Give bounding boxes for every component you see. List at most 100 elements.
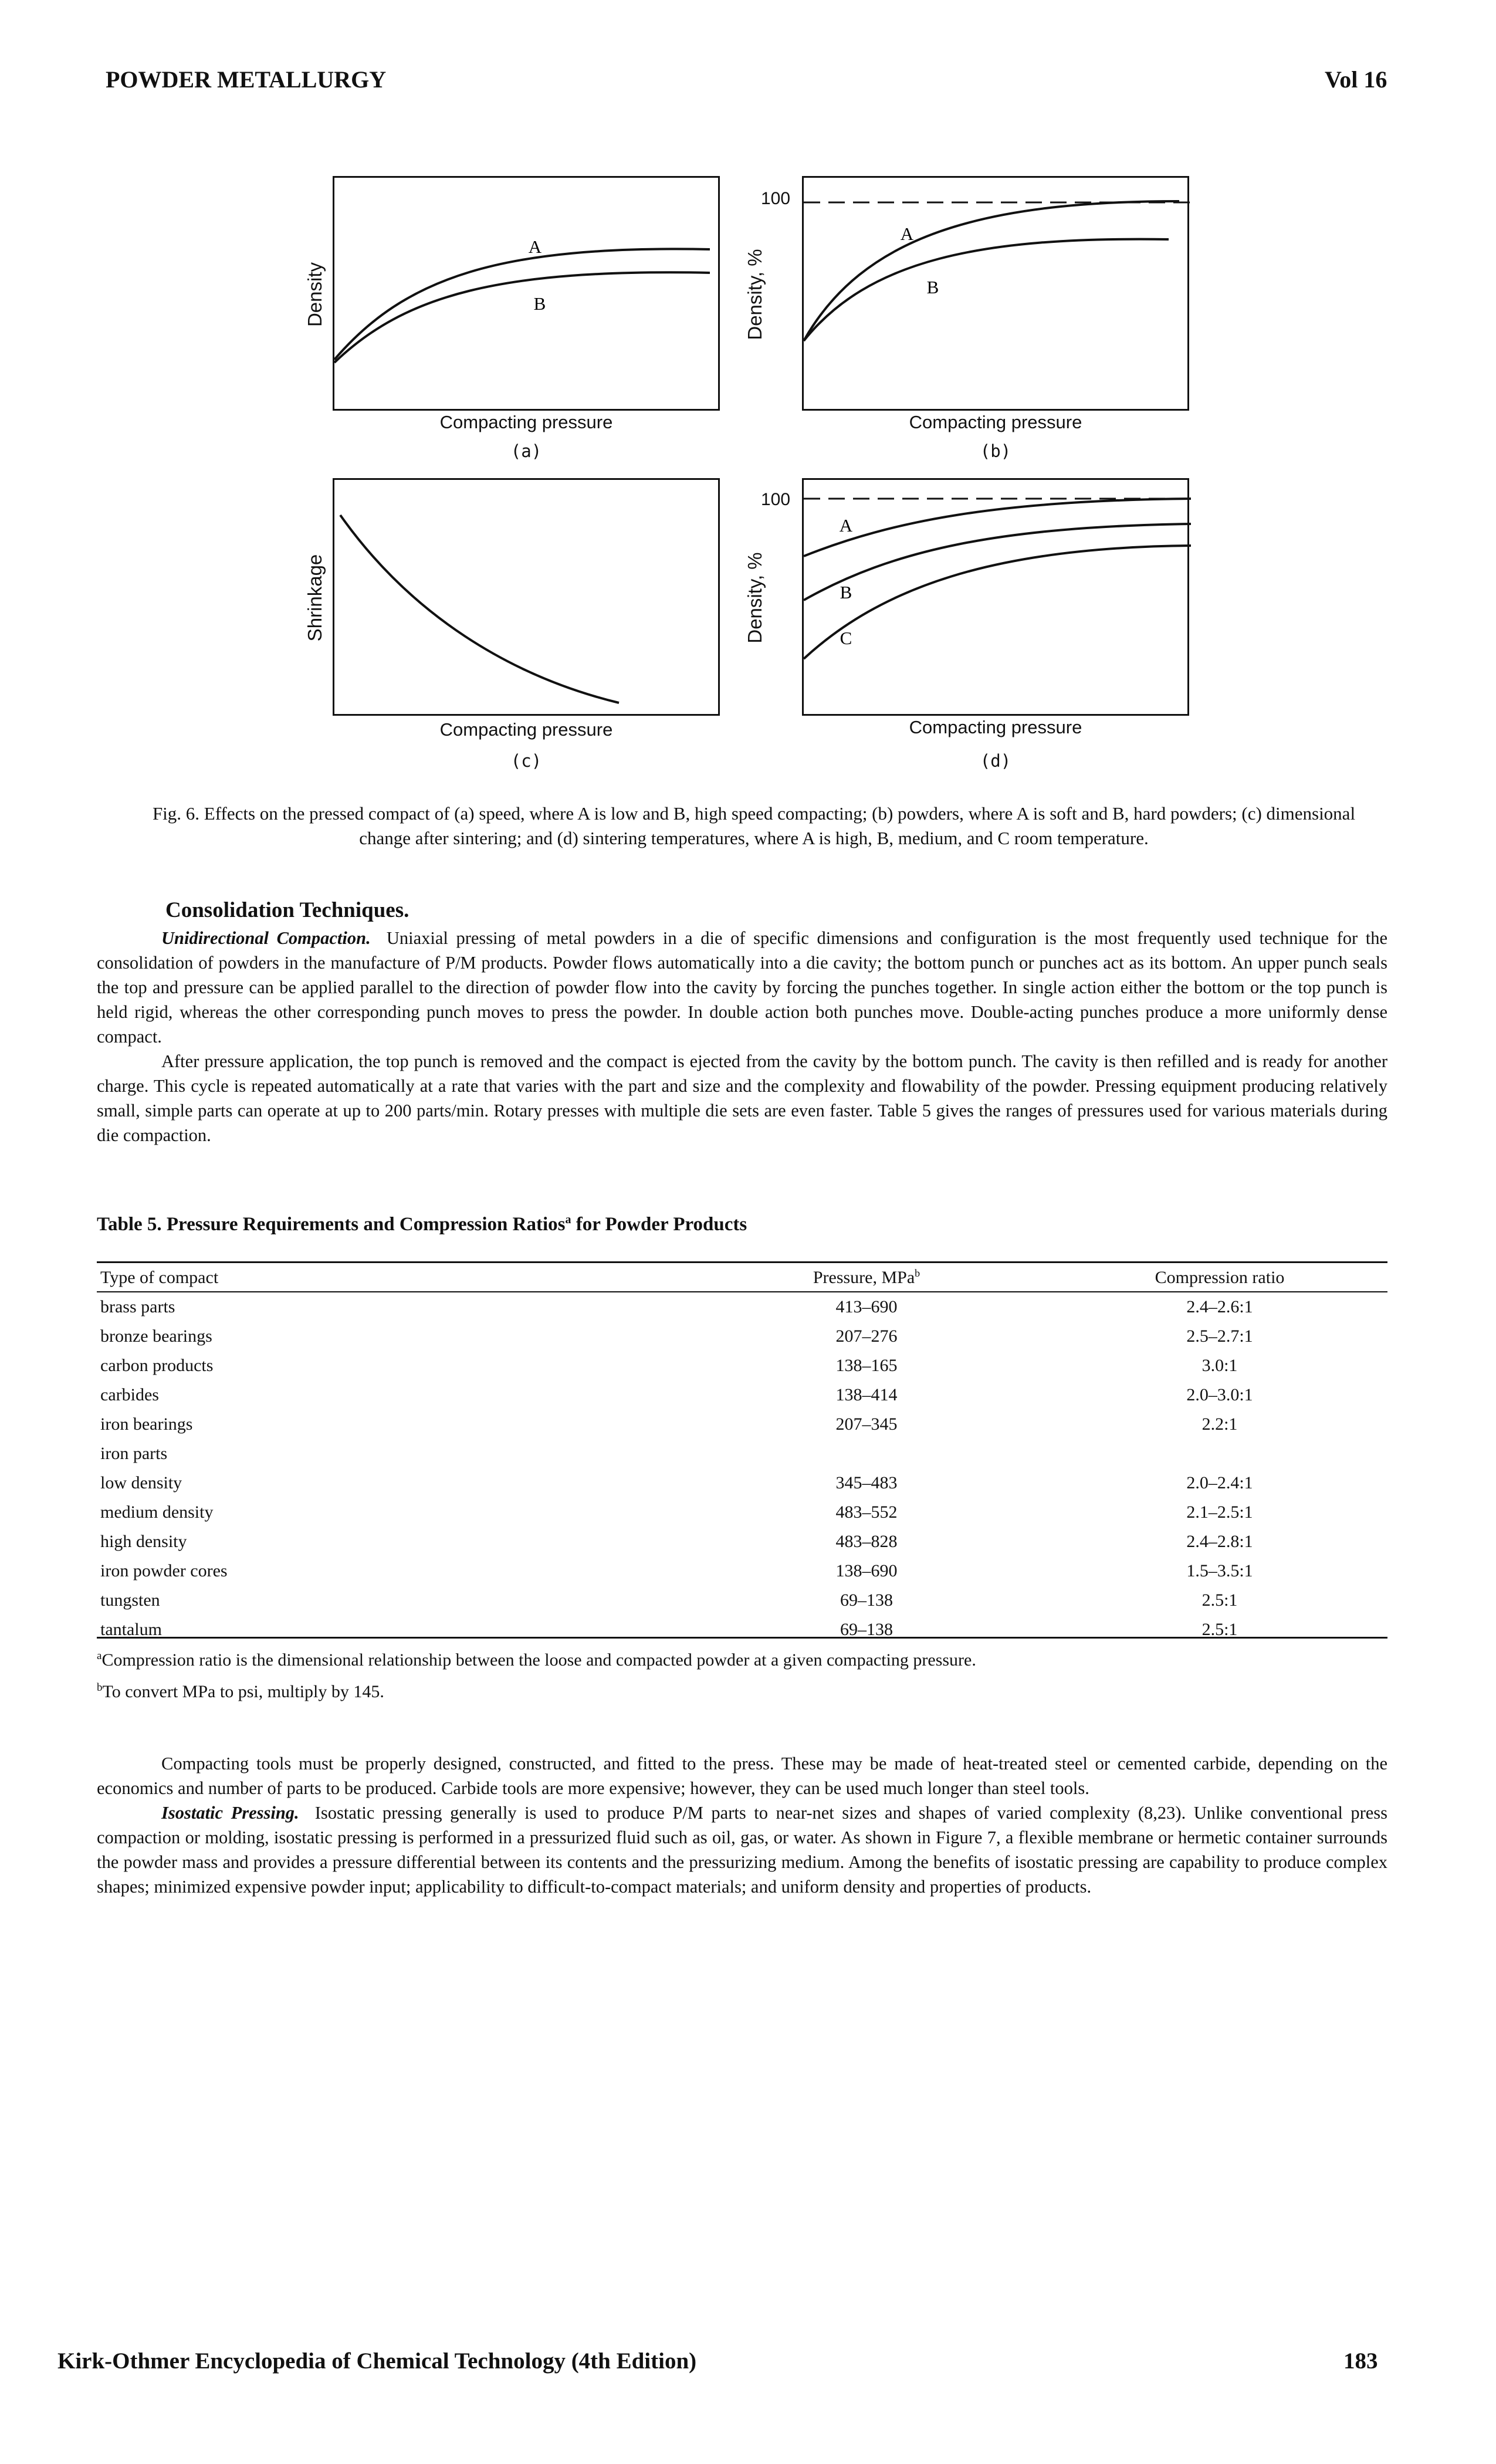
cell-pressure: 207–276	[835, 1326, 898, 1346]
cell-ratio	[1052, 1439, 1387, 1468]
panel-d-ylabel: Density, %	[744, 552, 766, 644]
cell-ratio: 2.5:1	[1201, 1620, 1238, 1639]
panel-a-curve-b	[334, 271, 710, 364]
panel-d-curve-a	[804, 497, 1191, 557]
cell-type: high density	[100, 1532, 187, 1551]
paragraph-unidirectional-1: Unidirectional Compaction. Uniaxial pres…	[97, 926, 1387, 1049]
panel-c-ylabel: Shrinkage	[304, 554, 326, 642]
panel-d-svg: A B C	[804, 497, 1191, 660]
cell-pressure: 138–414	[835, 1385, 898, 1404]
panel-b-curve-b	[804, 238, 1169, 342]
col-header-pressure: Pressure, MPab	[681, 1264, 1052, 1292]
panel-a-svg: A B	[334, 236, 710, 364]
isostatic-body: Isostatic pressing generally is used to …	[97, 1803, 1388, 1897]
col-header-pressure-sup: b	[915, 1267, 920, 1279]
table-footnote-b: bTo convert MPa to psi, multiply by 145.	[97, 1674, 384, 1705]
cell-ratio: 2.2:1	[1201, 1414, 1238, 1434]
panel-b-tick-100: 100	[761, 189, 791, 208]
panel-d-curve-b	[804, 523, 1191, 601]
table-title-sup: a	[565, 1213, 571, 1226]
panel-d-curve-label-b: B	[840, 582, 852, 603]
cell-type: carbides	[100, 1385, 159, 1404]
panel-a-curve-label-a: A	[529, 236, 542, 257]
col-header-pressure-label: Pressure, MPa	[813, 1268, 915, 1287]
panel-b-svg: A B	[804, 200, 1191, 342]
table-body: brass parts 413–690 2.4–2.6:1 bronze bearin…	[97, 1292, 1387, 1644]
cell-ratio: 3.0:1	[1201, 1356, 1238, 1375]
cell-type: tungsten	[100, 1590, 160, 1610]
table-row: carbides 138–414 2.0–3.0:1	[97, 1380, 1387, 1410]
paragraph-unidirectional-2: After pressure application, the top punc…	[97, 1051, 1387, 1145]
footnote-a-text: Compression ratio is the dimensional rel…	[101, 1650, 976, 1670]
table-row: high density 483–828 2.4–2.8:1	[97, 1527, 1387, 1556]
cell-pressure: 413–690	[835, 1297, 898, 1316]
panel-b-plot: A B	[802, 176, 1191, 411]
panel-b-curve-label-a: A	[901, 224, 914, 244]
tools-and-isostatic-text: Compacting tools must be properly design…	[97, 1751, 1387, 1899]
runin-isostatic: Isostatic Pressing.	[161, 1803, 299, 1823]
cell-ratio: 2.4–2.8:1	[1186, 1532, 1253, 1551]
figure-caption: Fig. 6. Effects on the pressed compact o…	[152, 803, 1356, 848]
panel-a-xlabel: Compacting pressure	[439, 412, 613, 432]
cell-ratio: 2.1–2.5:1	[1186, 1502, 1253, 1522]
table-row: brass parts 413–690 2.4–2.6:1	[97, 1292, 1387, 1322]
cell-ratio: 2.0–3.0:1	[1186, 1385, 1253, 1404]
panel-c-curve	[339, 514, 620, 704]
table-row: bronze bearings 207–276 2.5–2.7:1	[97, 1322, 1387, 1351]
panel-b-ylabel: Density, %	[744, 249, 766, 340]
pressure-table: Type of compact Pressure, MPab Compressi…	[97, 1264, 1387, 1644]
cell-type: brass parts	[100, 1297, 175, 1316]
cell-type: iron parts	[100, 1444, 168, 1463]
cell-ratio: 2.5–2.7:1	[1186, 1326, 1253, 1346]
runin-unidirectional: Unidirectional Compaction.	[161, 928, 371, 948]
footer-page-number: 183	[1343, 2348, 1378, 2374]
col-header-type: Type of compact	[97, 1264, 681, 1292]
cell-ratio: 2.0–2.4:1	[1186, 1473, 1253, 1492]
panel-d-curve-c	[804, 544, 1191, 660]
footnote-b-mark: b	[97, 1681, 103, 1694]
table-bottom-rule	[97, 1637, 1387, 1639]
panel-d-tick-100: 100	[761, 490, 791, 509]
panel-d-tag: (d)	[980, 751, 1011, 771]
table-title-end: for Powder Products	[571, 1214, 747, 1235]
paragraph-isostatic: Isostatic Pressing. Isostatic pressing g…	[97, 1800, 1387, 1899]
panel-a-tag: (a)	[510, 441, 542, 461]
cell-ratio: 2.5:1	[1201, 1590, 1238, 1610]
cell-pressure: 138–165	[835, 1356, 898, 1375]
panel-c-xlabel: Compacting pressure	[439, 719, 613, 740]
paragraph-tools: Compacting tools must be properly design…	[97, 1754, 1387, 1798]
cell-pressure: 483–828	[835, 1532, 898, 1551]
cell-type: medium density	[100, 1502, 214, 1522]
panel-d-curve-label-a: A	[840, 515, 853, 536]
cell-pressure: 69–138	[840, 1590, 893, 1610]
running-header-volume: Vol 16	[1325, 66, 1387, 93]
running-header-title: POWDER METALLURGY	[106, 66, 387, 93]
cell-type: carbon products	[100, 1356, 214, 1375]
unidirectional-compaction-text: Unidirectional Compaction. Uniaxial pres…	[97, 926, 1387, 1148]
table-top-rule	[97, 1261, 1387, 1263]
panel-d-xlabel: Compacting pressure	[909, 717, 1082, 737]
cell-ratio: 2.4–2.6:1	[1186, 1297, 1253, 1316]
cell-pressure: 138–690	[835, 1561, 898, 1580]
unidirectional-p1-body: Uniaxial pressing of metal powders in a …	[97, 928, 1388, 1047]
cell-type: bronze bearings	[100, 1326, 212, 1346]
table-title-main: Table 5. Pressure Requirements and Compr…	[97, 1214, 566, 1235]
panel-a-plot: A B	[333, 176, 720, 411]
cell-pressure: 345–483	[835, 1473, 898, 1492]
cell-pressure	[681, 1439, 1052, 1468]
cell-type: iron bearings	[100, 1414, 193, 1434]
panel-b-tag: (b)	[980, 441, 1011, 461]
footnote-b-text: To convert MPa to psi, multiply by 145.	[102, 1682, 384, 1701]
panel-b-curve-a	[804, 200, 1180, 341]
panel-b-xlabel: Compacting pressure	[909, 412, 1082, 432]
table-title: Table 5. Pressure Requirements and Compr…	[97, 1213, 747, 1236]
panel-a-curve-a	[334, 248, 710, 361]
cell-ratio: 1.5–3.5:1	[1186, 1561, 1253, 1580]
panel-d-plot: A B C	[802, 478, 1191, 716]
footer-source: Kirk-Othmer Encyclopedia of Chemical Tec…	[57, 2348, 697, 2374]
